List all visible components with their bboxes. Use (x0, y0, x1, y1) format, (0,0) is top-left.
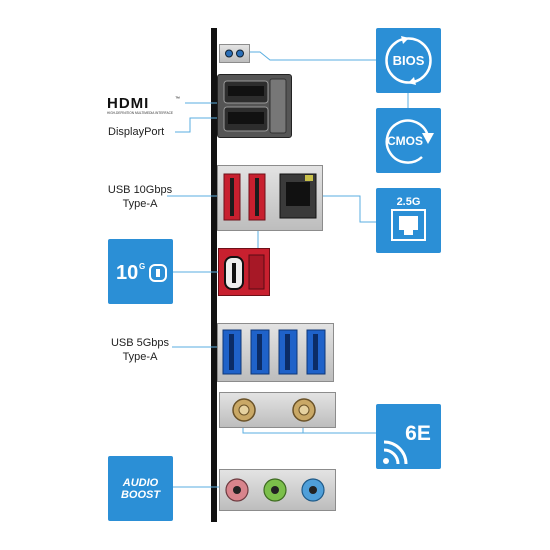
svg-text:CMOS: CMOS (387, 134, 423, 148)
usb5-label-line1: USB 5Gbps (110, 337, 170, 349)
usb10-label-line2: Type-A (122, 198, 158, 210)
svg-text:2.5G: 2.5G (397, 196, 421, 208)
usb5-block (217, 323, 334, 382)
clear-cmos-tile: CMOS (376, 108, 441, 173)
svg-text:G: G (139, 262, 145, 271)
usb5-label-line2: Type-A (122, 351, 158, 363)
bios-flashback-tile: BIOS (376, 28, 441, 93)
svg-text:BIOS: BIOS (393, 53, 425, 68)
audio-jacks-block (219, 469, 336, 511)
usb10-lan-block (217, 165, 323, 231)
svg-text:10: 10 (116, 262, 138, 284)
audio-boost-tile: AUDIO BOOST (108, 456, 173, 521)
svg-text:HIGH-DEFINITION MULTIMEDIA INT: HIGH-DEFINITION MULTIMEDIA INTERFACE (107, 111, 173, 115)
usb-c-port (218, 248, 270, 296)
wifi-antenna-block (219, 392, 336, 428)
usb10-label-line1: USB 10Gbps (107, 184, 173, 196)
usb-c-10g-tile: 10 G (108, 239, 173, 304)
hdmi-displayport-stack (217, 74, 292, 138)
lan-2-5g-tile: 2.5G (376, 188, 441, 253)
usb5-label: USB 5Gbps Type-A (104, 336, 176, 364)
usb10-label: USB 10Gbps Type-A (104, 183, 176, 211)
svg-text:6E: 6E (405, 422, 431, 445)
svg-text:HDMI: HDMI (107, 95, 149, 112)
displayport-label: DisplayPort (108, 126, 165, 138)
backplate-edge (211, 28, 217, 522)
bios-flashback-button[interactable] (219, 44, 250, 63)
wifi-6e-tile: 6E (376, 404, 441, 469)
svg-text:BOOST: BOOST (121, 489, 161, 501)
svg-text:AUDIO: AUDIO (122, 477, 159, 489)
hdmi-logo: HDMI ™ HIGH-DEFINITION MULTIMEDIA INTERF… (107, 94, 181, 116)
svg-text:™: ™ (175, 96, 180, 102)
